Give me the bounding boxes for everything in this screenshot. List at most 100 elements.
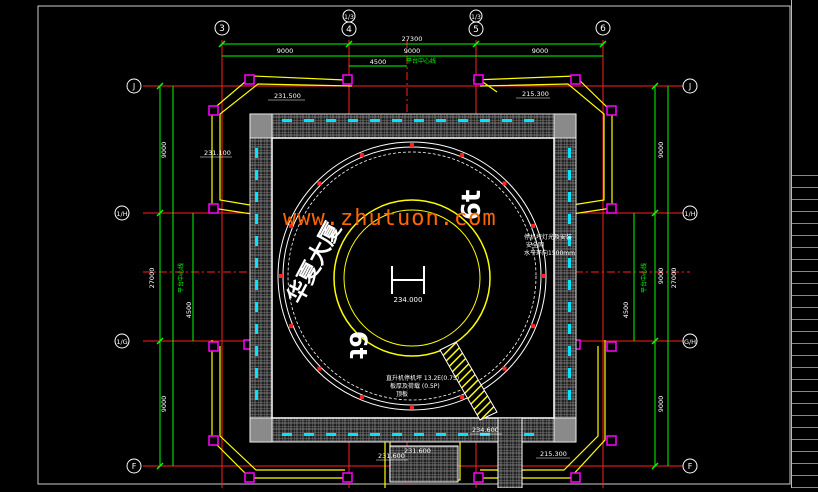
drawing-frame — [37, 5, 791, 485]
title-block-rule — [792, 295, 818, 296]
svg-text:F: F — [132, 462, 137, 471]
weight-mark-left: 6t — [344, 331, 372, 359]
svg-text:234.600: 234.600 — [472, 426, 499, 434]
axis-bubbles-left: J 1/H 1/G F — [114, 78, 142, 474]
perimeter-light — [568, 192, 571, 202]
perimeter-lights — [255, 119, 571, 436]
svg-text:平台中心线: 平台中心线 — [640, 263, 648, 293]
perimeter-light — [326, 119, 336, 122]
perimeter-light — [568, 302, 571, 312]
title-block-rule — [792, 343, 818, 344]
svg-text:停机坪灯光及安装: 停机坪灯光及安装 — [524, 233, 572, 241]
perimeter-light — [414, 119, 424, 122]
svg-text:231.600: 231.600 — [404, 447, 431, 455]
svg-text:9000: 9000 — [657, 396, 665, 413]
svg-text:G/H: G/H — [684, 338, 696, 346]
perimeter-light — [458, 433, 468, 436]
perimeter-light — [568, 214, 571, 224]
perimeter-light — [348, 433, 358, 436]
perimeter-light — [568, 148, 571, 158]
svg-text:9000: 9000 — [277, 47, 294, 55]
ring-light — [410, 143, 414, 147]
svg-text:安全网: 安全网 — [526, 241, 544, 249]
svg-text:J: J — [688, 82, 691, 91]
title-block-rule — [792, 415, 818, 416]
perimeter-light — [524, 119, 534, 122]
dimension-lines — [156, 40, 669, 470]
title-block-rule — [792, 211, 818, 212]
perimeter-light — [568, 236, 571, 246]
title-block-rule — [792, 271, 818, 272]
perimeter-light — [255, 390, 258, 400]
perimeter-light — [255, 346, 258, 356]
svg-text:6t: 6t — [457, 190, 487, 221]
title-block-rule — [792, 403, 818, 404]
title-block-rule — [792, 451, 818, 452]
perimeter-light — [304, 433, 314, 436]
title-block-rule — [792, 355, 818, 356]
svg-text:1/G: 1/G — [116, 338, 127, 346]
svg-text:9000: 9000 — [404, 47, 421, 55]
svg-text:水平环向1500mm: 水平环向1500mm — [524, 249, 575, 257]
axis-bubbles-right: J 1/H G/H F — [682, 78, 698, 474]
svg-text:F: F — [688, 462, 693, 471]
perimeter-light — [414, 433, 424, 436]
perimeter-light — [502, 119, 512, 122]
svg-text:1/H: 1/H — [116, 210, 127, 218]
title-block-rule — [792, 175, 818, 176]
title-block-rule — [792, 331, 818, 332]
ring-light — [359, 395, 364, 399]
axis-bubble-left-J: J — [126, 78, 142, 94]
title-block-rule — [792, 283, 818, 284]
svg-text:9000: 9000 — [657, 268, 665, 285]
perimeter-light — [568, 368, 571, 378]
title-block-rule — [792, 247, 818, 248]
svg-text:板厚及荷载 (0.5P): 板厚及荷载 (0.5P) — [390, 382, 440, 390]
perimeter-light — [304, 119, 314, 122]
title-block-rule — [792, 439, 818, 440]
perimeter-light — [480, 433, 490, 436]
svg-text:27000: 27000 — [148, 268, 156, 289]
svg-text:27300: 27300 — [402, 35, 423, 43]
title-block-rule — [792, 391, 818, 392]
title-block-rule — [792, 427, 818, 428]
perimeter-light — [282, 433, 292, 436]
ring-light — [502, 366, 507, 371]
perimeter-light — [458, 119, 468, 122]
perimeter-light — [255, 368, 258, 378]
vertical-dimension-texts: 9000 27000 9000 4500 9000 27000 9000 450… — [148, 142, 678, 413]
ring-light — [279, 274, 283, 278]
center-elevation: 234.000 — [394, 296, 423, 304]
axis-bubble-right-J: J — [682, 78, 698, 94]
axis-bubble-6: 6 — [595, 20, 611, 36]
svg-text:4500: 4500 — [185, 302, 193, 319]
axis-bubble-3: 3 — [214, 20, 230, 36]
perimeter-light — [568, 258, 571, 268]
ring-light — [541, 274, 545, 278]
svg-text:4500: 4500 — [622, 302, 630, 319]
perimeter-light — [255, 192, 258, 202]
axis-bubbles-top: 3 1/3 4 1/3 5 6 — [214, 9, 611, 37]
column-markers — [208, 74, 617, 483]
perimeter-light — [392, 433, 402, 436]
perimeter-light — [255, 148, 258, 158]
ring-light — [289, 324, 293, 329]
ring-light — [317, 181, 322, 186]
perimeter-light — [255, 170, 258, 180]
ring-light — [317, 366, 322, 371]
pad-notes: 直升机停机坪 13.2E(0.75) 板厚及荷载 (0.5P) 顶板 停机坪灯光… — [386, 233, 575, 398]
title-block-rule — [792, 319, 818, 320]
perimeter-light — [348, 119, 358, 122]
title-block-rule — [792, 223, 818, 224]
title-block-rule — [792, 259, 818, 260]
perimeter-light — [436, 433, 446, 436]
svg-text:27000: 27000 — [670, 268, 678, 289]
svg-text:平台中心线: 平台中心线 — [177, 263, 185, 293]
svg-text:1/H: 1/H — [684, 210, 695, 218]
title-block-rule — [792, 199, 818, 200]
axis-bubble-left-1G: 1/G — [114, 333, 130, 349]
axis-bubble-right-1H: 1/H — [682, 205, 698, 221]
axis-bubble-right-GH: G/H — [682, 333, 698, 349]
axis-bubble-left-1H: 1/H — [114, 205, 130, 221]
